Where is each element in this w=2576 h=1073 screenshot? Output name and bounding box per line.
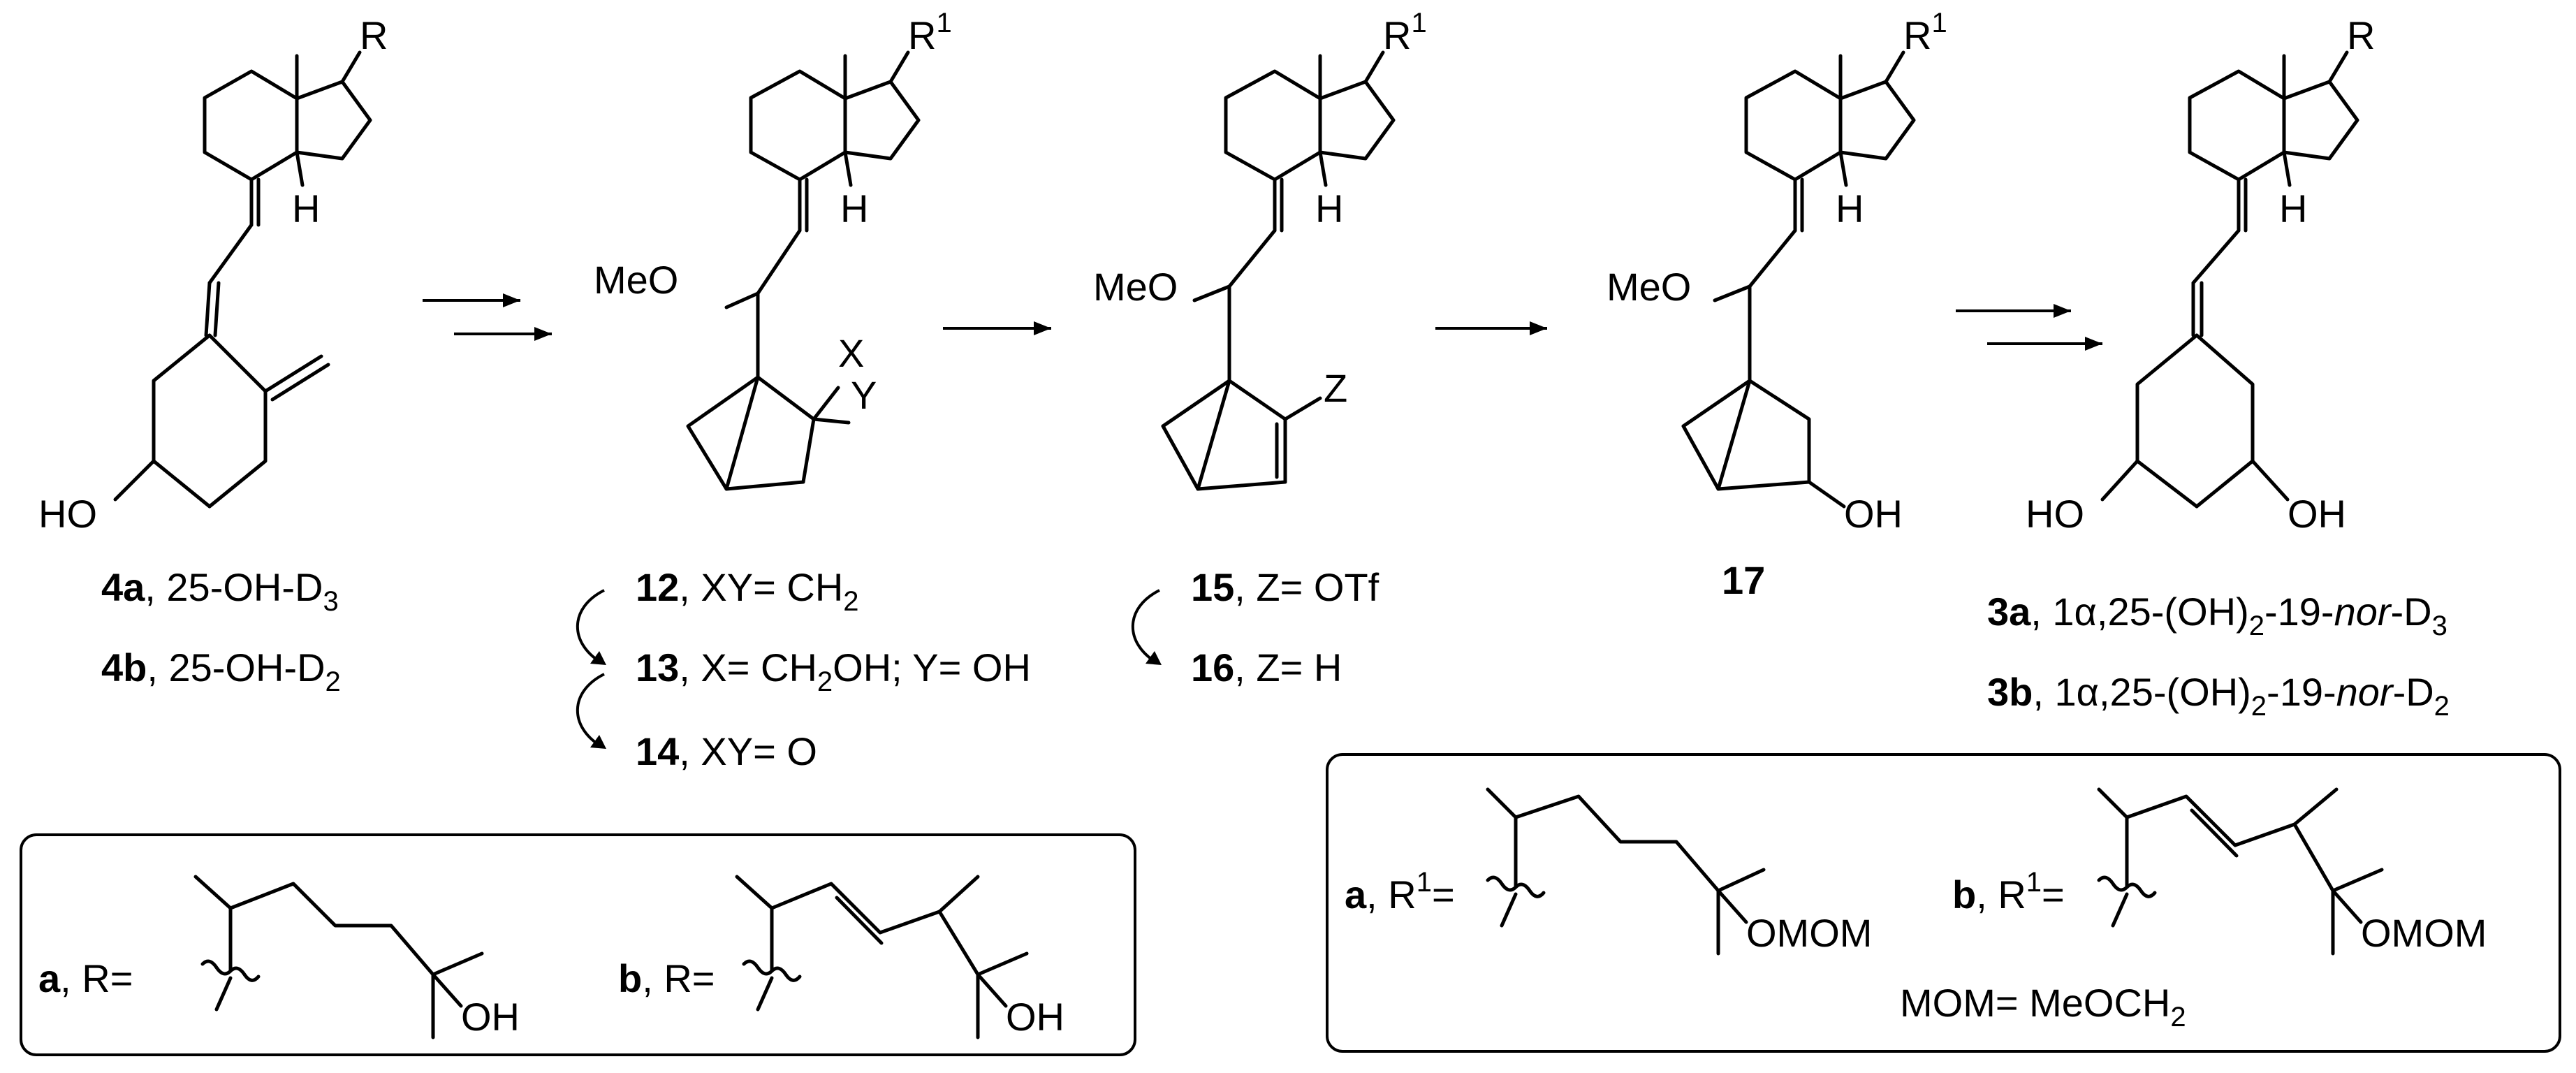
- arrow-12-to-15: [943, 321, 1051, 335]
- oh-label: OH: [1844, 492, 1903, 536]
- legend-box-r1: a, R1= OMOM b, R1= OMOM MOM: [1326, 753, 2561, 1053]
- r-label: R: [2347, 13, 2375, 57]
- legend-b-label: b, R1=: [1952, 867, 2065, 917]
- omom-label: OMOM: [2361, 911, 2487, 955]
- meo-label: MeO: [1607, 265, 1691, 309]
- oh-label: OH: [2288, 492, 2346, 536]
- r1-label: R1: [1383, 8, 1427, 57]
- y-label: Y: [851, 373, 877, 417]
- structure-4: R H HO: [38, 13, 388, 536]
- label-16: 16, Z= H: [1191, 645, 1342, 689]
- oh-label: OH: [461, 995, 520, 1039]
- h-label: H: [2279, 187, 2307, 231]
- curved-arrow-15-16: [1131, 589, 1162, 665]
- structure-17: R1 H MeO OH: [1607, 8, 1947, 536]
- label-3a: 3a, 1α,25-(OH)2-19-nor-D3: [1987, 590, 2447, 641]
- z-label: Z: [1324, 366, 1347, 410]
- arrow-15-to-17: [1435, 321, 1547, 335]
- side-chain-a: OH: [193, 875, 520, 1039]
- legend-a-label: a, R=: [38, 956, 133, 1000]
- label-4a: 4a, 25-OH-D3: [101, 565, 339, 617]
- meo-label: MeO: [594, 258, 678, 302]
- h-label: H: [292, 187, 320, 231]
- label-4b: 4b, 25-OH-D2: [101, 645, 341, 697]
- mom-definition: MOM= MeOCH2: [1900, 981, 2186, 1032]
- r-label: R: [360, 13, 388, 57]
- r1-label: R1: [1903, 8, 1947, 57]
- r1-label: R1: [908, 8, 952, 57]
- h-label: H: [1315, 187, 1343, 231]
- label-3b: 3b, 1α,25-(OH)2-19-nor-D2: [1987, 670, 2450, 722]
- curved-arrows-12-14: [576, 589, 606, 749]
- side-chain-r1-a: OMOM: [1486, 787, 1872, 956]
- label-17: 17: [1722, 558, 1765, 602]
- arrow-4-to-12: [423, 293, 552, 341]
- meo-label: MeO: [1093, 265, 1178, 309]
- omom-label: OMOM: [1746, 911, 1872, 955]
- label-13: 13, X= CH2OH; Y= OH: [636, 645, 1031, 697]
- ho-label: HO: [2026, 492, 2084, 536]
- side-chain-b: OH: [735, 875, 1064, 1039]
- structure-15: R1 H MeO Z: [1093, 8, 1427, 491]
- legend-a-label: a, R1=: [1345, 867, 1455, 917]
- x-label: X: [838, 331, 864, 375]
- structure-3: R H HO OH: [2026, 13, 2375, 536]
- legend-box-r: a, R= OH b, R= OH: [20, 833, 1136, 1056]
- h-label: H: [1836, 187, 1864, 231]
- arrow-17-to-3: [1956, 304, 2102, 351]
- side-chain-r1-b: OMOM: [2097, 787, 2487, 956]
- ho-label: HO: [38, 492, 97, 536]
- legend-b-label: b, R=: [618, 956, 715, 1000]
- oh-label: OH: [1006, 995, 1064, 1039]
- label-15: 15, Z= OTf: [1191, 565, 1380, 609]
- label-12: 12, XY= CH2: [636, 565, 859, 617]
- label-14: 14, XY= O: [636, 729, 817, 773]
- structure-12: R1 H MeO X Y: [594, 8, 952, 491]
- h-label: H: [840, 187, 868, 231]
